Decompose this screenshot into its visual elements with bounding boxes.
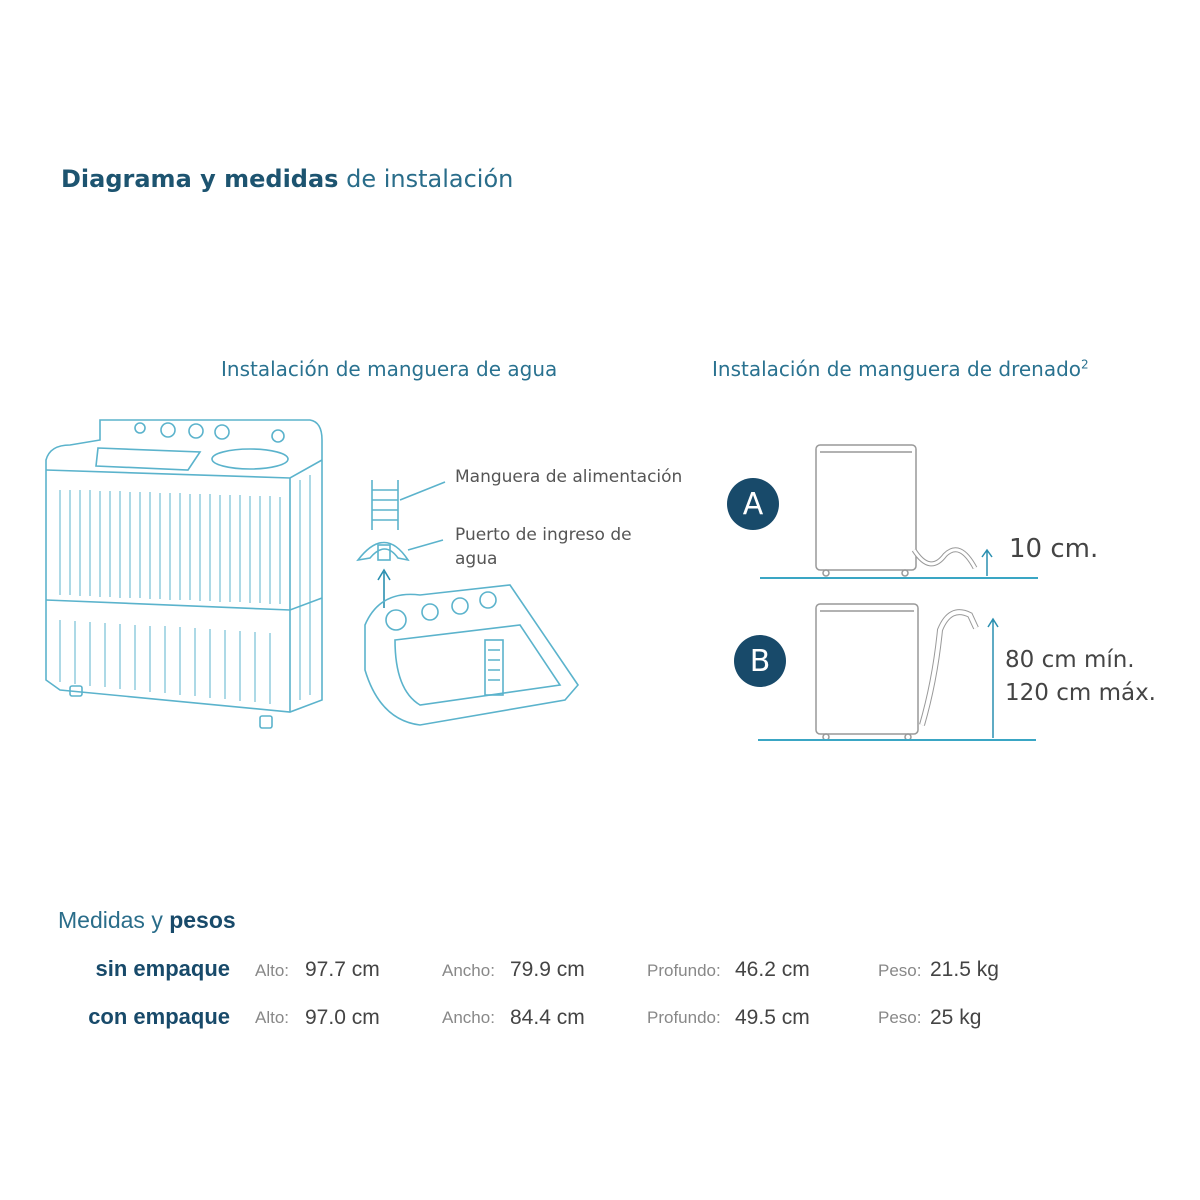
measures-title-light: Medidas y [58, 907, 163, 933]
title-bold: Diagrama y medidas [61, 165, 339, 193]
alto-key: Alto: [255, 961, 290, 980]
measures-title: Medidas y pesos [58, 907, 236, 934]
peso-value: 21.5 kg [930, 958, 999, 981]
drain-diagram-a [815, 444, 978, 577]
page-title: Diagrama y medidas de instalación [61, 165, 513, 193]
drain-title-text: Instalación de manguera de drenado [712, 357, 1082, 381]
ancho-key: Ancho: [442, 1008, 495, 1027]
row-label: con empaque [88, 1004, 230, 1029]
profundo-value: 46.2 cm [735, 958, 810, 981]
height-arrow-a [981, 548, 993, 576]
water-hose-title: Instalación de manguera de agua [221, 357, 558, 381]
drain-hose-title: Instalación de manguera de drenado2 [712, 357, 1089, 381]
twin-tub-washer-illustration [45, 419, 323, 729]
row-label: sin empaque [95, 956, 230, 981]
feed-hose-label: Manguera de alimentación [455, 467, 683, 487]
ancho-value: 79.9 cm [510, 958, 585, 981]
profundo-value: 49.5 cm [735, 1006, 810, 1029]
height-arrow-b [987, 617, 999, 738]
measures-title-bold: pesos [169, 907, 236, 933]
inlet-port-label-2: agua [455, 549, 498, 569]
height-b-max: 120 cm máx. [1005, 680, 1156, 706]
alto-key: Alto: [255, 1008, 290, 1027]
badge-a: A [727, 478, 779, 530]
peso-key: Peso: [878, 1008, 922, 1027]
drain-diagram-b [815, 603, 979, 741]
profundo-key: Profundo: [647, 961, 721, 980]
title-light: de instalación [346, 165, 514, 193]
peso-value: 25 kg [930, 1006, 982, 1029]
peso-key: Peso: [878, 961, 922, 980]
alto-value: 97.0 cm [305, 1006, 380, 1029]
ancho-key: Ancho: [442, 961, 495, 980]
badge-b: B [734, 635, 786, 687]
profundo-key: Profundo: [647, 1008, 721, 1027]
height-a-label: 10 cm. [1009, 534, 1099, 564]
alto-value: 97.7 cm [305, 958, 380, 981]
footnote-mark: 2 [1081, 357, 1089, 372]
inlet-port-label-1: Puerto de ingreso de [455, 525, 632, 545]
water-inlet-illustration [356, 480, 580, 726]
ancho-value: 84.4 cm [510, 1006, 585, 1029]
height-b-min: 80 cm mín. [1005, 647, 1135, 673]
